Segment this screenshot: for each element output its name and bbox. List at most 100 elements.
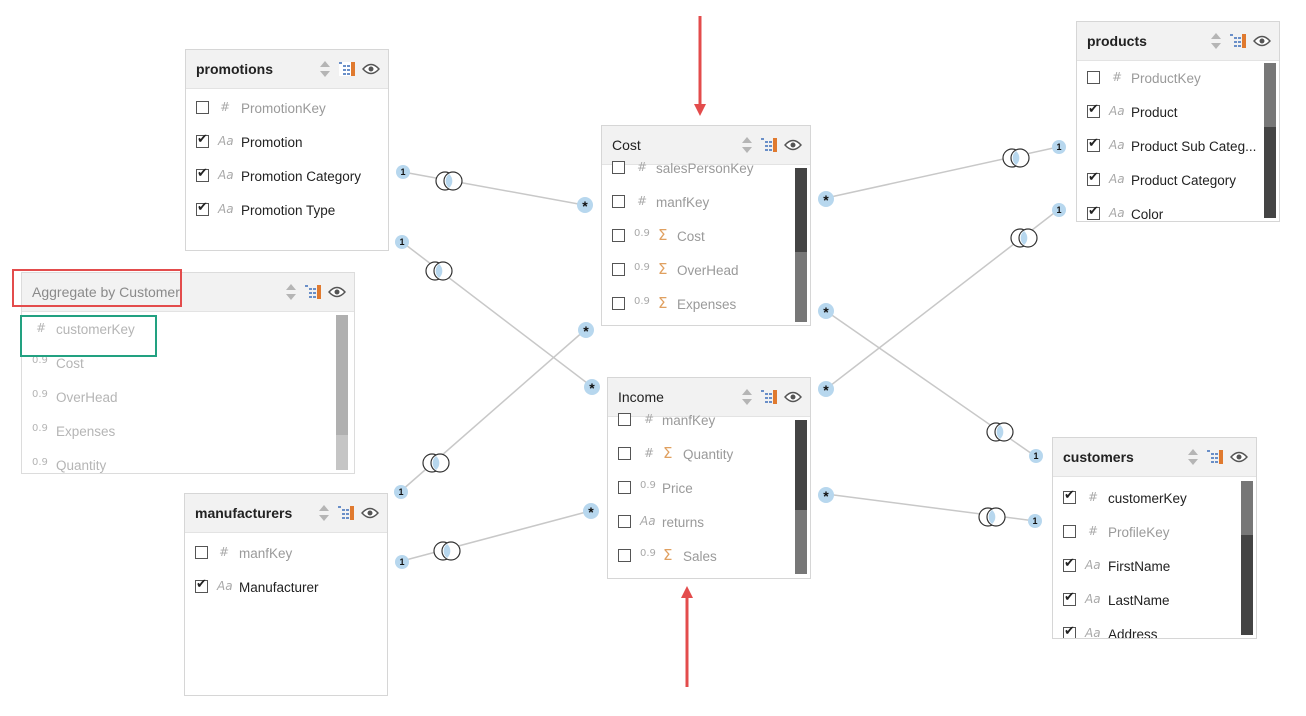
columns-icon[interactable] [1206,448,1224,466]
sort-icon[interactable] [740,134,754,156]
sort-icon[interactable] [740,386,754,408]
field-checkbox[interactable] [612,195,625,208]
field-checkbox[interactable] [1063,488,1076,504]
text-type-icon: Aa [1085,558,1101,572]
columns-icon[interactable] [1229,32,1247,50]
scrollbar[interactable] [795,420,807,574]
scrollbar[interactable] [1264,63,1276,218]
field-checkbox[interactable] [1087,136,1100,152]
eye-icon[interactable] [1230,451,1248,463]
scrollbar[interactable] [1241,481,1253,635]
sort-icon[interactable] [318,58,332,80]
eye-icon[interactable] [361,507,379,519]
sort-icon[interactable] [1209,30,1223,52]
field-checkbox[interactable] [618,481,631,494]
sort-icon[interactable] [1186,446,1200,468]
field-checkbox[interactable] [196,166,209,182]
table-header[interactable]: customers [1053,438,1256,477]
sort-icon[interactable] [317,502,331,524]
field-checkbox[interactable] [195,577,208,593]
columns-icon[interactable] [338,60,356,78]
table-header[interactable]: promotions [186,50,388,89]
field-checkbox[interactable] [612,229,625,242]
columns-icon[interactable] [760,388,778,406]
columns-icon[interactable] [337,504,355,522]
field-checkbox[interactable] [1087,71,1100,84]
field-checkbox[interactable] [618,413,631,426]
field-checkbox[interactable] [612,263,625,276]
field-checkbox[interactable] [1063,624,1076,638]
scrollbar[interactable] [336,315,348,470]
field-row[interactable]: #manfKey [602,186,810,220]
field-checkbox[interactable] [618,447,631,460]
field-checkbox[interactable] [196,132,209,148]
table-header[interactable]: Aggregate by Customer [22,273,354,312]
field-row[interactable]: #manfKey [608,408,810,438]
table-header[interactable]: Cost [602,126,810,165]
field-label: Color [1131,207,1164,221]
field-checkbox[interactable] [1063,556,1076,572]
field-row[interactable]: #manfKey [185,537,387,571]
field-row[interactable]: #customerKey [22,313,354,347]
field-row[interactable]: #salesPersonKey [602,156,810,186]
field-checkbox[interactable] [1087,204,1100,220]
field-checkbox[interactable] [618,549,631,562]
scrollbar[interactable] [795,168,807,322]
columns-icon[interactable] [304,283,322,301]
table-header[interactable]: Income [608,378,810,417]
field-row[interactable]: #ProductKey [1077,62,1279,96]
sigma-icon: Σ [658,260,668,278]
eye-icon[interactable] [784,139,802,151]
eye-icon[interactable] [328,286,346,298]
field-row[interactable]: #PromotionKey [186,92,388,126]
field-checkbox[interactable] [1087,170,1100,186]
field-checkbox[interactable] [1087,102,1100,118]
eye-icon[interactable] [1253,35,1271,47]
columns-icon[interactable] [760,136,778,154]
table-title: manufacturers [195,505,293,521]
field-checkbox[interactable] [612,297,625,310]
field-checkbox[interactable] [612,161,625,174]
field-checkbox[interactable] [196,101,209,114]
table-customers[interactable]: customers #customerKey #ProfileKey AaFir… [1052,437,1257,639]
field-checkbox[interactable] [1063,525,1076,538]
field-checkbox[interactable] [618,515,631,528]
field-row[interactable]: #ProfileKey [1053,516,1256,550]
sort-icon[interactable] [284,281,298,303]
field-row[interactable]: #customerKey [1053,482,1256,516]
table-header[interactable]: products [1077,22,1279,61]
eye-icon[interactable] [362,63,380,75]
field-checkbox[interactable] [1063,590,1076,606]
table-header[interactable]: manufacturers [185,494,387,533]
field-checkbox[interactable] [196,200,209,216]
eye-icon[interactable] [784,391,802,403]
field-checkbox[interactable] [195,546,208,559]
